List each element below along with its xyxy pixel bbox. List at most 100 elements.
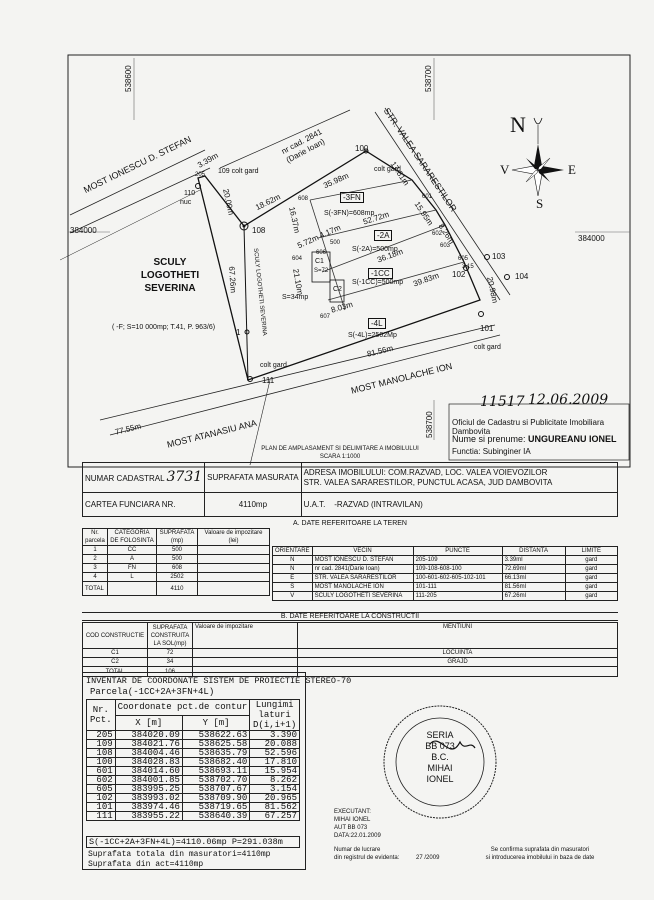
teren-cell: 1 [82,545,108,555]
sculy-note: ( -F; S=10 000mp; T.41, P. 963/6) [112,324,216,331]
inventar-cell: 538702.70 [181,775,251,785]
plan-title: PLAN DE AMPLASAMENT SI DELIMITARE A IMOB… [261,446,419,452]
pt-608: 608 [298,196,309,202]
street-line-manolache-a [109,334,501,436]
inventar-parcela: Parcela(-1CC+2A+3FN+4L) [90,687,215,697]
inventar-table: Nr. Pct. Coordonate pct.de contur Lungim… [86,699,300,821]
inventar-cell: 17.810 [249,757,300,767]
confirm-block: Se confirma suprafata din masuratori si … [485,847,595,861]
constructii-cell: GRAJD [297,657,618,667]
pt-1: 1 [236,328,241,337]
parcel-line-a [317,209,437,239]
point-111-marker [247,376,253,382]
point-100-marker [363,148,369,154]
compass-s: S [536,196,544,211]
inventar-cell: 538625.58 [181,739,251,749]
vecini-table: ORIENTARE VECIN PUNCTE DISTANTA LIMITE N… [272,546,619,601]
inventar-cell: 538709.90 [181,793,251,803]
inventar-cell: 111 [86,811,116,821]
pt-606: 606 [316,250,327,256]
pt-109: 109 colt gard [218,168,259,175]
building-c2 [329,279,345,303]
stamp-date: 12.06.2009 [528,392,609,408]
inventar-cell: 205 [86,730,116,740]
inventar-cell: 383993.02 [114,793,183,803]
vecini-cell: gard [564,555,619,565]
round-seal-icon [383,705,497,819]
parcel-line-fn [309,179,413,201]
inventar-cell: 102 [86,793,116,803]
inventar-cell: 602 [86,775,116,785]
plan-scale: SCARA 1:1000 [319,454,361,460]
inventar-cell: 384001.85 [114,775,183,785]
vecini-cell: 100-601-602-605-102-101 [412,573,503,583]
inventar-cell: 538622.63 [181,730,251,740]
inventar-cell: 384020.09 [114,730,183,740]
pt-101: 101 [480,324,494,333]
neighbor-boundary [219,109,351,169]
vecini-cell: gard [564,582,619,592]
vecini-cell: 66.13ml [501,573,566,583]
teren-cell [197,545,270,555]
vecini-cell: S [272,582,313,592]
west-boundary [243,225,249,381]
teren-cell: A [107,554,157,564]
point-101-marker [478,311,484,317]
constructii-cell: LOCUINTA [297,648,618,658]
left-boundary [59,189,201,261]
pt-111: 111 [262,376,275,385]
pt-205: 205 [195,172,206,178]
inventar-cell: 601 [86,766,116,776]
building-c1-label: C1 [315,258,324,265]
supr-label-cell: SUPRAFATA MASURATA [204,462,302,493]
vecini-cell: 111-205 [412,591,503,601]
teren-cell: 4 [82,572,108,582]
parcel-line-cc [321,224,446,273]
street-line-ionescu-a [69,149,206,216]
street-line-ionescu-b [69,167,211,234]
parcel-line-l [327,261,465,301]
pt-603: 603 [440,243,451,249]
vecini-cell: E [272,573,313,583]
nr-cad-cell: NUMAR CADASTRAL 3731 [81,462,206,493]
constructii-cell: C1 [82,648,148,658]
ocpi-stamp-box [448,403,630,461]
grid-label-left-mid: 384000 [70,226,97,235]
inventar-cell: 605 [86,784,116,794]
constructii-title: B. DATE REFERITOARE LA CONSTRUCTII [82,612,618,621]
compass-e: E [568,162,576,177]
teren-title: A. DATE REFERITOARE LA TEREN [293,520,407,527]
point-1-marker [244,329,250,335]
inventar-cell: 81.562 [249,802,300,812]
vecini-cell: V [272,591,313,601]
area-s72: S=72 [314,268,329,274]
inventar-cell: 109 [86,739,116,749]
street-line-sarare-b [374,111,501,301]
inventar-total: Suprafata totala din masuratori=4110mp [88,850,271,859]
teren-cell: 500 [156,545,198,555]
vecini-cell: N [272,564,313,574]
pt-104: 104 [515,272,529,281]
teren-cell: FN [107,563,157,573]
pt-602: 602 [432,231,443,237]
point-108-marker [239,221,249,231]
inventar-cell: 3.154 [249,784,300,794]
inventar-cell: 538640.39 [181,811,251,821]
supr-value-cell: 4110mp [204,492,302,517]
inventar-cell: 538707.67 [181,784,251,794]
colt-gard-101: colt gard [474,344,501,351]
street-line-manolache-b [99,324,496,421]
stamp-office: Oficiul de Cadastru si Publicitate Imobi… [452,418,605,436]
pt-103: 103 [492,252,506,261]
vecini-cell: 101-111 [412,582,503,592]
pt-601: 601 [422,194,433,200]
